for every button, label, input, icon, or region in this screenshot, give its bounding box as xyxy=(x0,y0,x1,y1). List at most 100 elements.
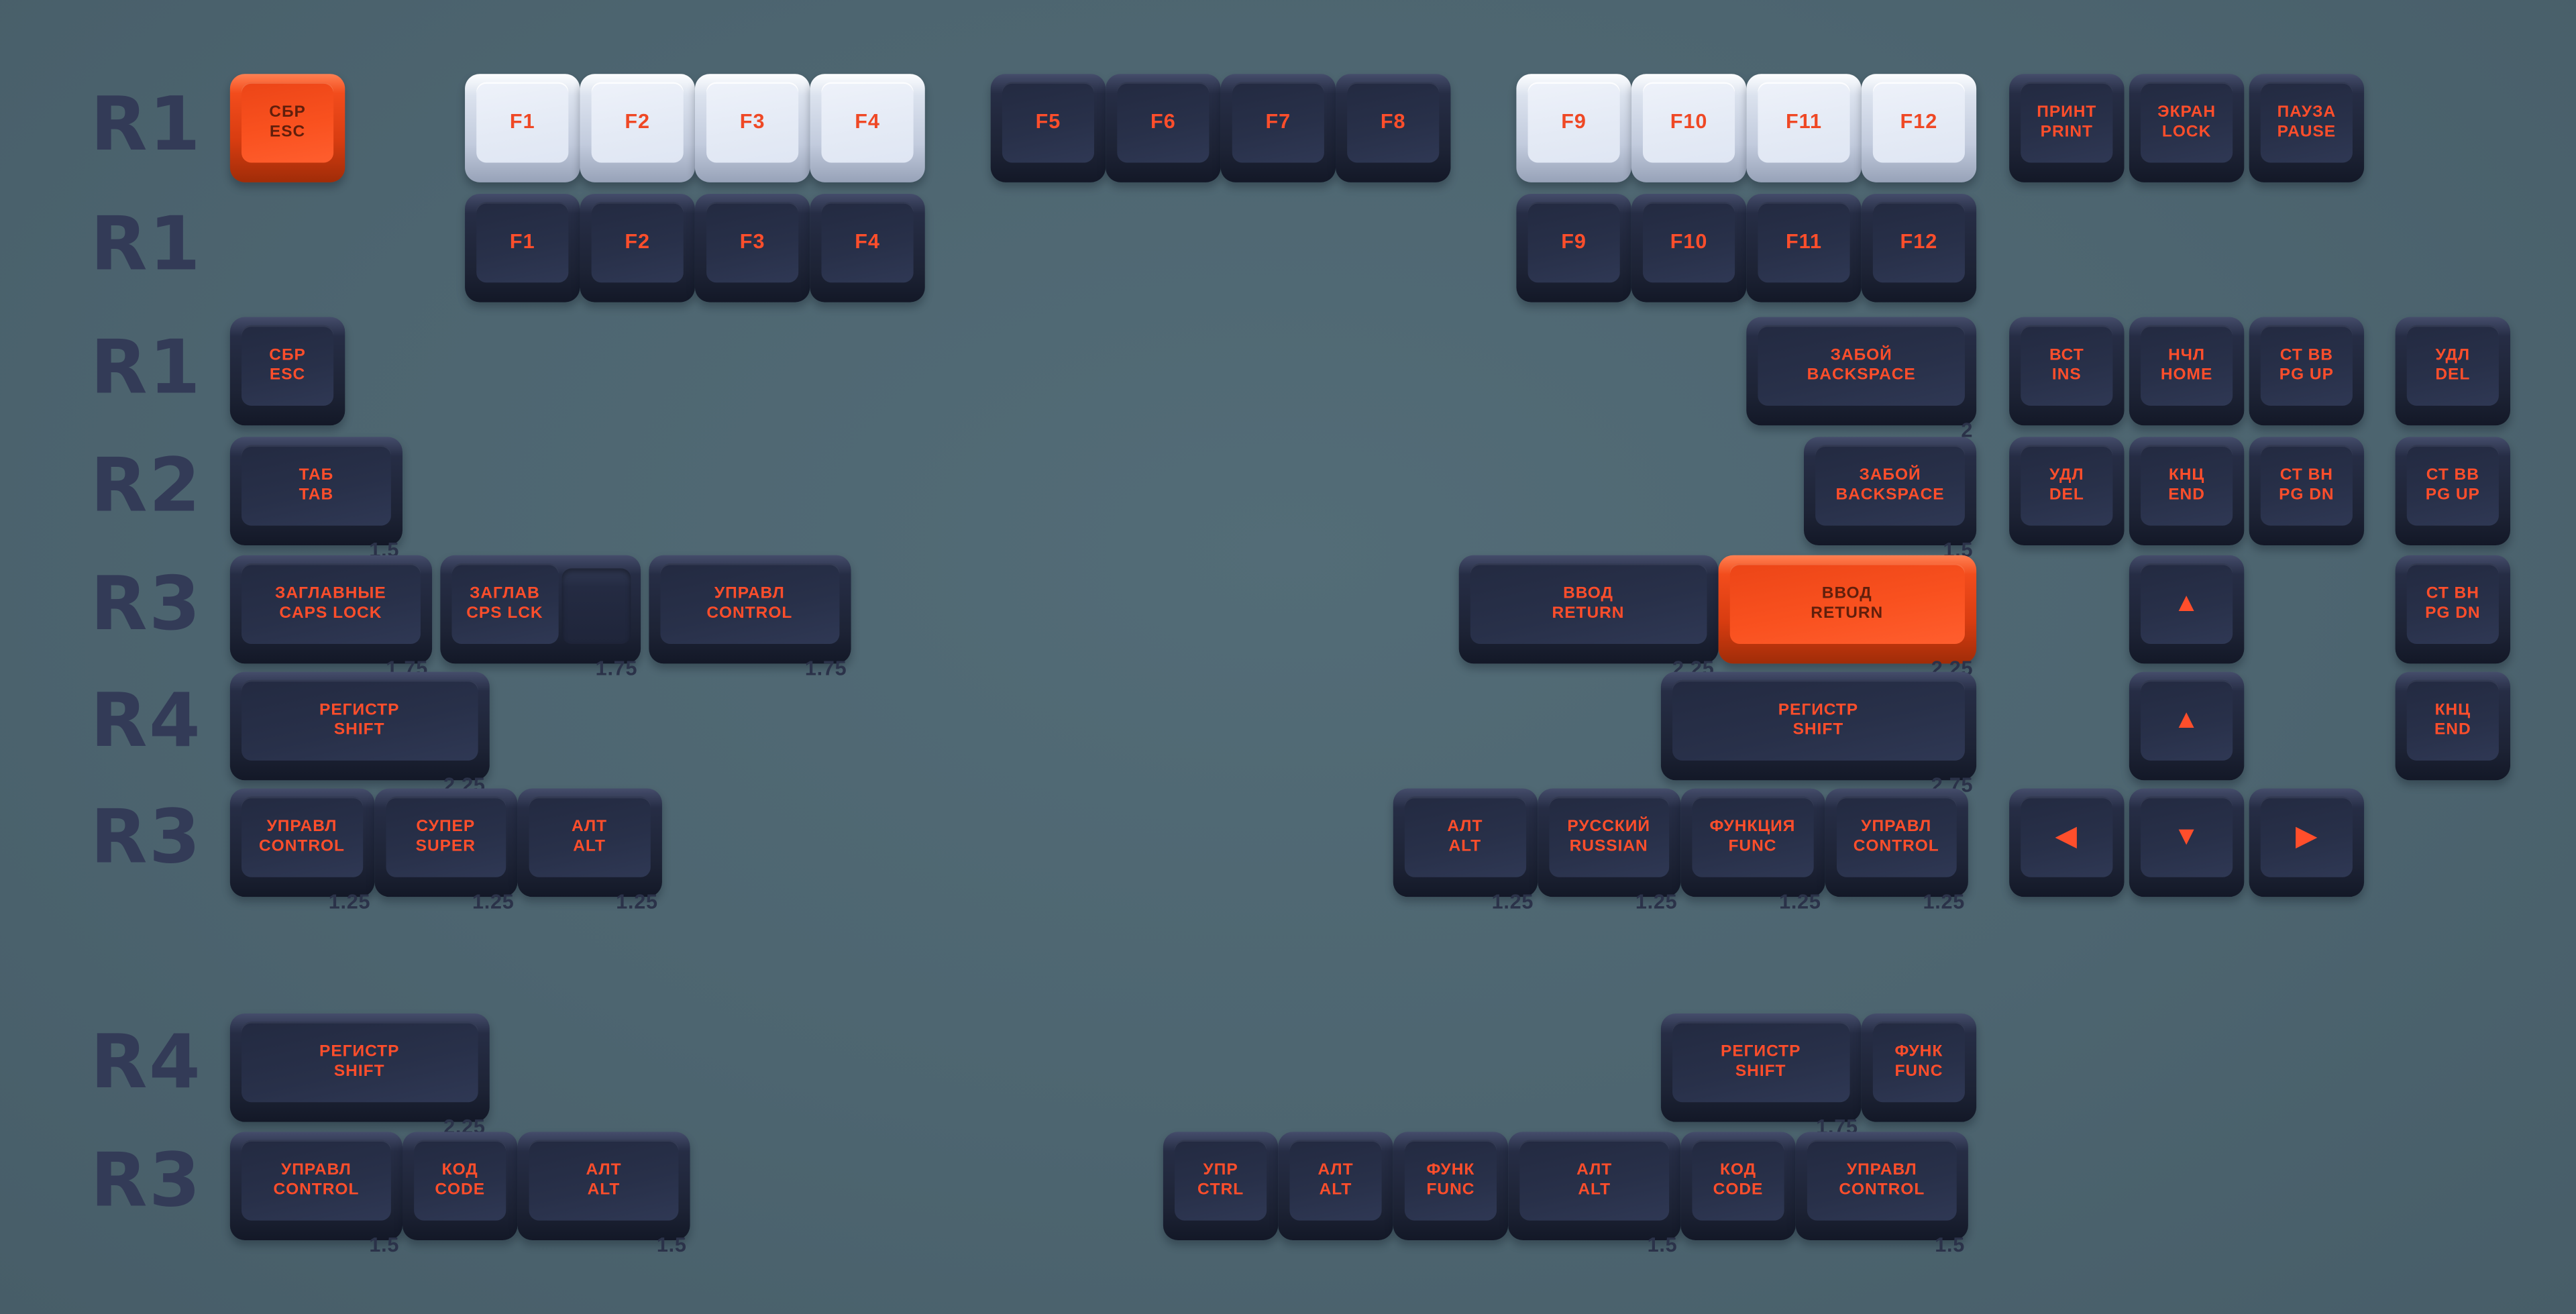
keycap-legend: PAUSE xyxy=(2277,123,2337,142)
keycap-legend: CONTROL xyxy=(1853,837,1939,856)
keycap-legend: УПРАВЛ xyxy=(281,1160,352,1179)
keycap-f10-light: F10 xyxy=(1631,74,1747,182)
keycap-legend: F6 xyxy=(1150,110,1176,133)
keycap-legend: АЛТ xyxy=(1318,1160,1354,1179)
keycap-f7-dark: F7 xyxy=(1220,74,1336,182)
keycap-del-nav: УДЛ DEL xyxy=(2009,437,2125,546)
keycap-legend: SHIFT xyxy=(1792,721,1844,740)
keycap-legend: CONTROL xyxy=(1839,1181,1925,1199)
keycap-face: ▲ xyxy=(2141,563,2233,645)
keycap-legend: DEL xyxy=(2049,486,2084,504)
keycap-legend: F4 xyxy=(855,229,880,254)
size-annotation: 1.25 xyxy=(1491,890,1534,914)
keycap-legend: СБР xyxy=(269,345,306,364)
keycap-legend: FUNC xyxy=(1894,1062,1943,1081)
keycap-legend: F1 xyxy=(509,110,535,133)
keycap-legend: F9 xyxy=(1561,229,1587,254)
keycap-legend: LOCK xyxy=(2161,123,2212,142)
keycap-f12-dark: F12 xyxy=(1861,193,1977,303)
keycap-face: СТ ВН PG DN xyxy=(2260,445,2353,526)
keycap-legend: CTRL xyxy=(1197,1181,1244,1199)
keycap-legend: АЛТ xyxy=(586,1160,622,1179)
keycap-legend: СУПЕР xyxy=(416,817,476,836)
keycap-legend: END xyxy=(2168,486,2205,504)
keycap-legend: RETURN xyxy=(1811,604,1884,623)
keycap-arrow-glyph: ▲ xyxy=(2173,706,2200,734)
size-annotation: 1.25 xyxy=(1923,890,1965,914)
keycap-legend: F3 xyxy=(739,110,765,133)
keycap-legend: CONTROL xyxy=(259,837,345,856)
keycap-face: ◀ xyxy=(2021,796,2113,877)
keycap-legend: F9 xyxy=(1561,110,1587,133)
keycap-f4-dark: F4 xyxy=(810,193,925,303)
size-annotation: 1.25 xyxy=(328,890,371,914)
keycap-legend: PRINT xyxy=(2040,123,2094,142)
keycap-legend: PG UP xyxy=(2279,366,2334,385)
keycap-legend: F10 xyxy=(1670,110,1708,133)
row-label-7: R4 xyxy=(90,1018,203,1106)
keycap-legend: РЕГИСТР xyxy=(319,700,400,719)
keycap-legend: ESC xyxy=(269,123,306,142)
row-label-1: R1 xyxy=(90,200,203,288)
keycap-legend: УПРАВЛ xyxy=(714,584,785,602)
keycap-legend: F12 xyxy=(1900,229,1938,254)
keycap-face: F10 xyxy=(1642,82,1735,163)
keycap-face: F9 xyxy=(1527,202,1620,283)
keycap-pgdn-nav: СТ ВН PG DN xyxy=(2249,437,2365,546)
keycap-legend: ALT xyxy=(1578,1181,1611,1199)
keycap-legend: PG DN xyxy=(2279,486,2334,504)
keycap-face: F5 xyxy=(1002,82,1095,163)
size-annotation: 1.25 xyxy=(472,890,515,914)
keycap-f1-light: F1 xyxy=(465,74,580,182)
keycap-face: F2 xyxy=(591,202,684,283)
keycap-legend: RUSSIAN xyxy=(1569,837,1648,856)
keycap-legend: CODE xyxy=(435,1181,486,1199)
keycap-legend: SUPER xyxy=(415,837,476,856)
keycap-arrow-glyph: ▲ xyxy=(2173,590,2200,618)
keycap-f9-dark: F9 xyxy=(1516,193,1631,303)
keycap-legend: ВВОД xyxy=(1821,584,1872,602)
keycap-legend: АЛТ xyxy=(1576,1160,1613,1179)
keycap-legend: HOME xyxy=(2160,366,2213,385)
keycap-legend: F1 xyxy=(509,229,535,254)
keycap-legend: УДЛ xyxy=(2435,345,2471,364)
keycap-legend: FUNC xyxy=(1426,1181,1475,1199)
keycap-f3-light: F3 xyxy=(694,74,810,182)
keycap-f10-dark: F10 xyxy=(1631,193,1747,303)
keycap-legend: КОД xyxy=(1719,1160,1757,1179)
keycap-legend: ESC xyxy=(269,366,306,385)
keycap-legend: СТ ВН xyxy=(2279,466,2333,484)
keycap-legend: РЕГИСТР xyxy=(1721,1042,1801,1060)
keycap-face: СБР ESC xyxy=(241,325,334,406)
keycap-legend: УДЛ xyxy=(2049,466,2084,484)
